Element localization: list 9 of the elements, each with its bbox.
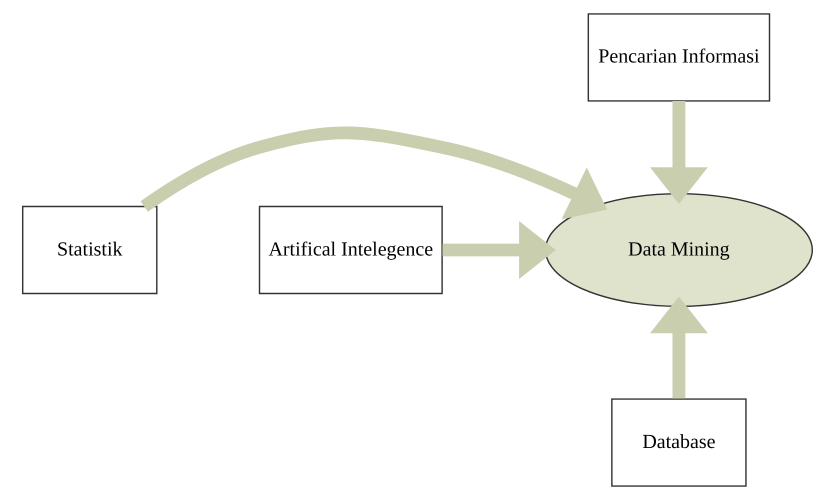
arrow: [650, 296, 708, 399]
node-box: Database: [611, 398, 747, 487]
arrow: [442, 221, 556, 279]
node-box: Artifical Intelegence: [258, 206, 443, 294]
arrow: [140, 126, 608, 220]
node-box: Statistik: [22, 206, 158, 294]
node-box: Pencarian Informasi: [588, 13, 770, 102]
node-ellipse: Data Mining: [544, 192, 813, 308]
arrow: [650, 100, 708, 204]
